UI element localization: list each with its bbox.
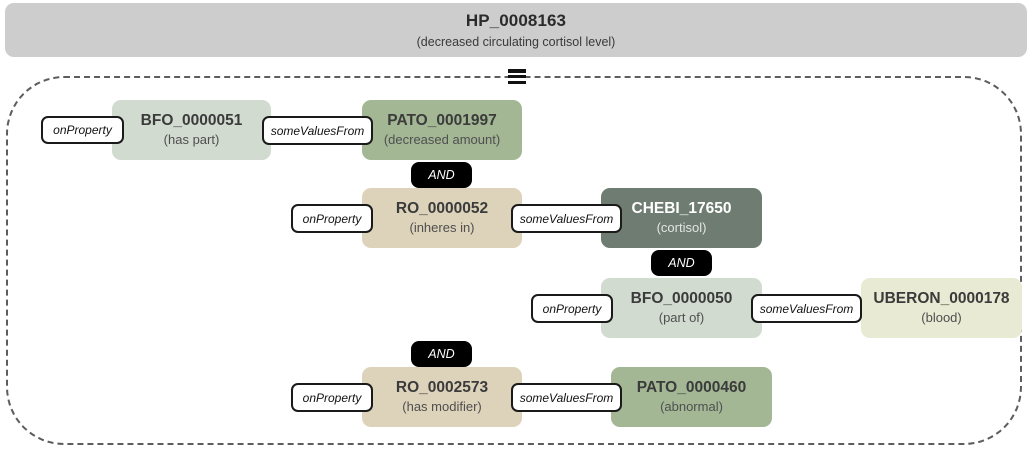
node-label: (has modifier)	[402, 398, 482, 414]
node-id: PATO_0000460	[636, 378, 747, 396]
on-property-pill-row-1[interactable]: onProperty	[41, 116, 124, 144]
some-values-from-pill-row-1[interactable]: someValuesFrom	[262, 116, 373, 145]
node-ro-0000052[interactable]: RO_0000052 (inheres in)	[362, 188, 522, 248]
node-id: PATO_0001997	[387, 111, 497, 129]
and-connector-row-2[interactable]: AND	[411, 162, 472, 188]
node-uberon-0000178[interactable]: UBERON_0000178 (blood)	[861, 278, 1022, 338]
node-ro-0002573[interactable]: RO_0002573 (has modifier)	[362, 367, 522, 427]
node-bfo-0000050[interactable]: BFO_0000050 (part of)	[601, 278, 762, 338]
node-pato-0001997[interactable]: PATO_0001997 (decreased amount)	[362, 100, 522, 160]
on-property-pill-row-3[interactable]: onProperty	[531, 294, 613, 323]
page-title: HP_0008163	[465, 10, 567, 30]
node-chebi-17650[interactable]: CHEBI_17650 (cortisol)	[601, 188, 762, 248]
and-connector-row-3[interactable]: AND	[651, 250, 712, 276]
node-label: (inheres in)	[409, 219, 475, 235]
class-label: (decreased circulating cortisol level)	[416, 35, 616, 49]
node-id: BFO_0000050	[630, 289, 733, 307]
hamburger-icon[interactable]	[508, 68, 526, 85]
node-label: (abnormal)	[660, 398, 723, 414]
some-values-from-pill-row-3[interactable]: someValuesFrom	[751, 294, 862, 323]
node-bfo-0000051[interactable]: BFO_0000051 (has part)	[112, 100, 271, 160]
hamburger-bar-3	[508, 80, 526, 84]
node-label: (decreased amount)	[383, 131, 501, 147]
node-id: BFO_0000051	[140, 111, 243, 129]
node-id: RO_0002573	[395, 378, 489, 396]
node-label: (blood)	[921, 309, 962, 325]
some-values-from-pill-row-4[interactable]: someValuesFrom	[511, 383, 622, 412]
node-id: CHEBI_17650	[631, 199, 732, 217]
on-property-pill-row-2[interactable]: onProperty	[291, 204, 373, 233]
node-label: (cortisol)	[656, 219, 707, 235]
node-label: (part of)	[658, 309, 705, 325]
node-id: UBERON_0000178	[873, 289, 1010, 307]
and-connector-row-4[interactable]: AND	[411, 341, 472, 367]
hamburger-bar-2	[508, 74, 526, 79]
on-property-pill-row-4[interactable]: onProperty	[291, 383, 373, 412]
some-values-from-pill-row-2[interactable]: someValuesFrom	[511, 204, 622, 233]
class-header-bar[interactable]: HP_0008163 (decreased circulating cortis…	[5, 3, 1027, 57]
node-label: (has part)	[163, 131, 220, 147]
node-pato-0000460[interactable]: PATO_0000460 (abnormal)	[611, 367, 772, 427]
node-id: RO_0000052	[395, 199, 489, 217]
hamburger-bar-1	[508, 69, 526, 73]
